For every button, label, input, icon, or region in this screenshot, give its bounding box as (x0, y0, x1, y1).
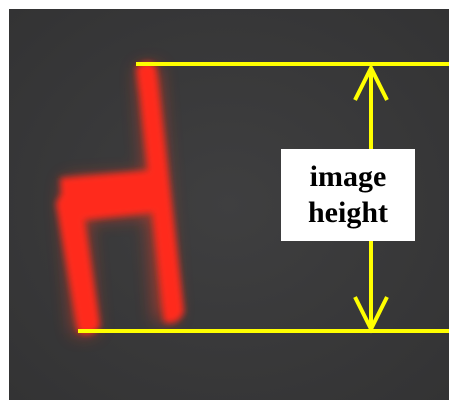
digit-right-stroke (136, 62, 184, 323)
arrowhead-up-icon (353, 63, 389, 101)
arrowhead-down-icon (353, 296, 389, 334)
label-line-2: height (307, 196, 388, 229)
led-digit-d (56, 62, 184, 334)
image-height-label: image height (281, 149, 415, 241)
measurement-guides (78, 62, 449, 334)
digit-left-stroke (56, 189, 100, 334)
label-line-1: image (309, 160, 387, 193)
digit-top-bar (60, 170, 158, 222)
